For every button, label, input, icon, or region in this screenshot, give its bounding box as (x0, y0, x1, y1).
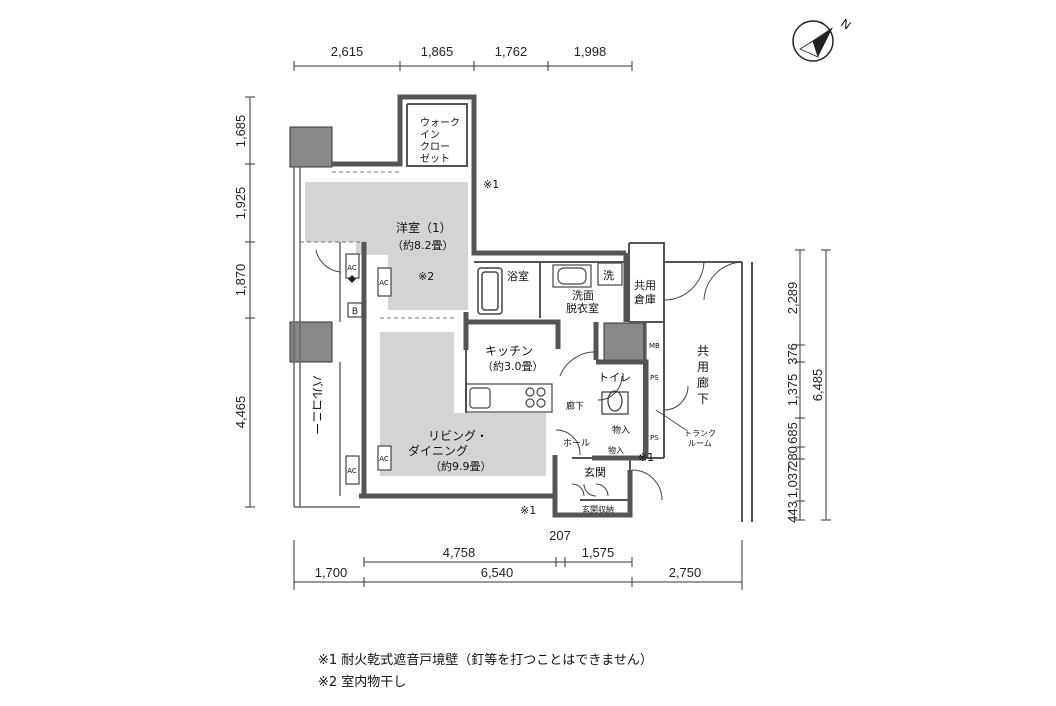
footnote-2: ※2 室内物干し (318, 675, 407, 690)
dim-right-1: 2,289 (785, 282, 800, 315)
hall-label: ホール (563, 438, 590, 449)
dim-left-3: 1,870 (233, 264, 248, 297)
dim-bottom-1: 4,758 (443, 545, 476, 560)
dim-bottom-4: 1,700 (315, 565, 348, 580)
toilet-label: トイレ (598, 371, 631, 384)
bath-label: 浴室 (507, 269, 529, 283)
wic-label-2: イン (420, 130, 440, 141)
kitchen-area: （約3.0畳） (482, 359, 544, 373)
windows (300, 171, 455, 319)
entrance-storage-label: 玄関収納 (582, 504, 614, 514)
dim-bottom-3: 1,575 (582, 545, 615, 560)
north-label: N (838, 16, 853, 32)
dressing-label-2: 脱衣室 (566, 301, 599, 315)
trunk-room-label-1: トランク (684, 429, 716, 438)
living-label-2: ダイニング (408, 443, 468, 458)
ac-label-3: AC (379, 455, 389, 463)
footnotes: ※1 耐火乾式遮音戸境壁（釘等を打つことはできません） ※2 室内物干し (318, 650, 653, 694)
dressing-label-1: 洗面 (572, 289, 594, 302)
dim-right-5: 280 (785, 446, 800, 468)
mb-label: MB (649, 342, 660, 350)
balcony-label: バルコニー (310, 375, 324, 435)
dim-right-7: 443 (785, 501, 800, 523)
ac-units (345, 253, 392, 485)
shared-storage-label-1: 共用 (634, 279, 656, 292)
dim-top-4: 1,998 (574, 44, 607, 59)
toilet-icon (601, 390, 629, 415)
footnote-1: ※1 耐火乾式遮音戸境壁（釘等を打つことはできません） (318, 653, 653, 668)
shared-storage-label-2: 倉庫 (634, 292, 656, 306)
dim-left-2: 1,925 (233, 187, 248, 220)
dim-right-4: 685 (785, 422, 800, 444)
western-room-label: 洋室（1） (396, 220, 452, 235)
fire-wall-mark-3: ※1 (520, 504, 536, 517)
dim-right-6: 1,037 (785, 466, 800, 499)
bathtub-icon (477, 267, 503, 315)
shared-corridor-char-2: 用 (697, 360, 709, 374)
ac-label-4: AC (347, 467, 357, 475)
gas-valve-icon (348, 275, 356, 283)
wic-label-3: クロー (420, 141, 450, 153)
floor-shading (305, 182, 546, 476)
corridor-label: 廊下 (566, 400, 584, 412)
dim-bottom-5: 6,540 (481, 565, 514, 580)
shared-corridor-char-4: 下 (697, 392, 709, 406)
b-label: B (352, 307, 358, 317)
storage-label-1: 物入 (612, 424, 630, 436)
columns (289, 126, 647, 364)
trunk-room-label-2: ルーム (688, 439, 712, 448)
ps-label-1: PS (650, 374, 659, 382)
ac-label-1: AC (347, 264, 357, 272)
dim-top-2: 1,865 (421, 44, 454, 59)
wic-label-1: ウォーク (420, 117, 460, 129)
vanity-icon (552, 264, 592, 288)
balcony-outline (293, 167, 360, 508)
washing-machine-icon (597, 262, 623, 286)
shared-corridor-char-1: 共 (697, 344, 709, 358)
dim-left-4: 4,465 (233, 396, 248, 429)
trunk-room-leader (655, 409, 687, 431)
dimension-lines (245, 61, 831, 590)
laundry-note-mark: ※2 (418, 270, 434, 283)
dim-left-1: 1,685 (233, 115, 248, 148)
fire-wall-mark-2: ※1 (638, 451, 654, 464)
kitchen-counter-icon (465, 383, 553, 413)
dim-right-3: 1,375 (785, 374, 800, 407)
wic-label-4: ゼット (420, 153, 450, 165)
dim-top-3: 1,762 (495, 44, 528, 59)
kitchen-label: キッチン (485, 344, 533, 358)
thin-walls (406, 103, 665, 501)
fire-wall-mark-1: ※1 (483, 178, 499, 191)
dim-top-1: 2,615 (331, 44, 364, 59)
storage-label-2: 物入 (608, 445, 624, 455)
shared-corridor-char-3: 廊 (697, 375, 709, 390)
dim-bottom-6: 2,750 (669, 565, 702, 580)
ps-label-2: PS (650, 434, 659, 442)
dim-right-total: 6,485 (810, 369, 825, 402)
western-room-area: （約8.2畳） (392, 238, 454, 252)
living-area: （約9.9畳） (430, 459, 492, 473)
north-arrow-icon (792, 20, 834, 62)
entrance-label: 玄関 (584, 465, 606, 479)
shared-corridor-outline (664, 261, 753, 522)
ac-label-2: AC (379, 279, 389, 287)
dim-bottom-2: 207 (549, 528, 571, 543)
washing-machine-label: 洗 (603, 269, 614, 282)
living-label-1: リビング・ (428, 429, 488, 443)
dim-right-2: 376 (785, 343, 800, 365)
b-box (347, 302, 363, 318)
